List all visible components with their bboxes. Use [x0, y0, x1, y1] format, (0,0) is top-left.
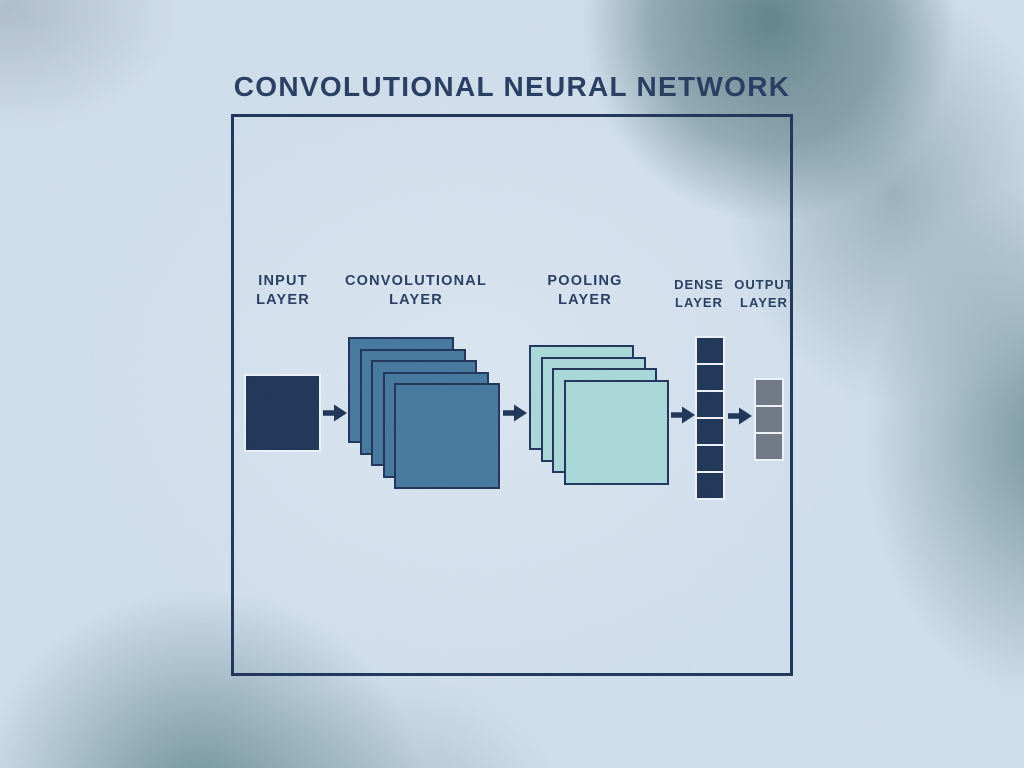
- dense-unit-cell: [697, 338, 723, 363]
- dense-unit-cell: [697, 365, 723, 390]
- output-unit-cell: [756, 407, 782, 432]
- label-line: LAYER: [740, 295, 788, 310]
- input-layer-label: INPUT LAYER: [256, 272, 310, 310]
- dense-unit-cell: [697, 446, 723, 471]
- diagram-border-box: INPUT LAYER CONVOLUTIONAL LAYER POOLING …: [231, 114, 793, 676]
- label-line: LAYER: [675, 295, 723, 310]
- arrow-right-icon: [323, 404, 347, 422]
- conv-feature-map-square: [394, 383, 500, 489]
- label-line: OUTPUT: [734, 277, 794, 292]
- pooling-layer-stack: [529, 345, 670, 486]
- pooling-layer-label: POOLING LAYER: [547, 272, 622, 310]
- diagram-title: CONVOLUTIONAL NEURAL NETWORK: [233, 71, 791, 102]
- output-layer-label: OUTPUT LAYER: [734, 276, 793, 312]
- label-line: INPUT: [258, 273, 308, 289]
- pooling-map-square: [563, 379, 669, 485]
- dense-unit-cell: [697, 392, 723, 417]
- arrow-right-icon: [503, 404, 527, 422]
- label-line: LAYER: [558, 292, 612, 308]
- convolutional-layer-label: CONVOLUTIONAL LAYER: [345, 272, 487, 310]
- output-unit-cell: [756, 380, 782, 405]
- dense-layer-column: [695, 336, 725, 500]
- arrow-right-icon: [671, 406, 695, 424]
- label-line: CONVOLUTIONAL: [344, 273, 488, 289]
- convolutional-layer-stack: [348, 337, 500, 489]
- dense-layer-label: DENSE LAYER: [674, 276, 724, 312]
- dense-unit-cell: [697, 419, 723, 444]
- arrow-right-icon: [728, 407, 752, 425]
- label-line: LAYER: [389, 292, 443, 308]
- output-unit-cell: [756, 434, 782, 459]
- label-line: DENSE: [674, 277, 724, 292]
- label-line: LAYER: [256, 292, 310, 308]
- dense-unit-cell: [697, 473, 723, 498]
- input-layer-square: [244, 374, 321, 452]
- label-line: POOLING: [547, 273, 623, 289]
- output-layer-column: [754, 378, 784, 461]
